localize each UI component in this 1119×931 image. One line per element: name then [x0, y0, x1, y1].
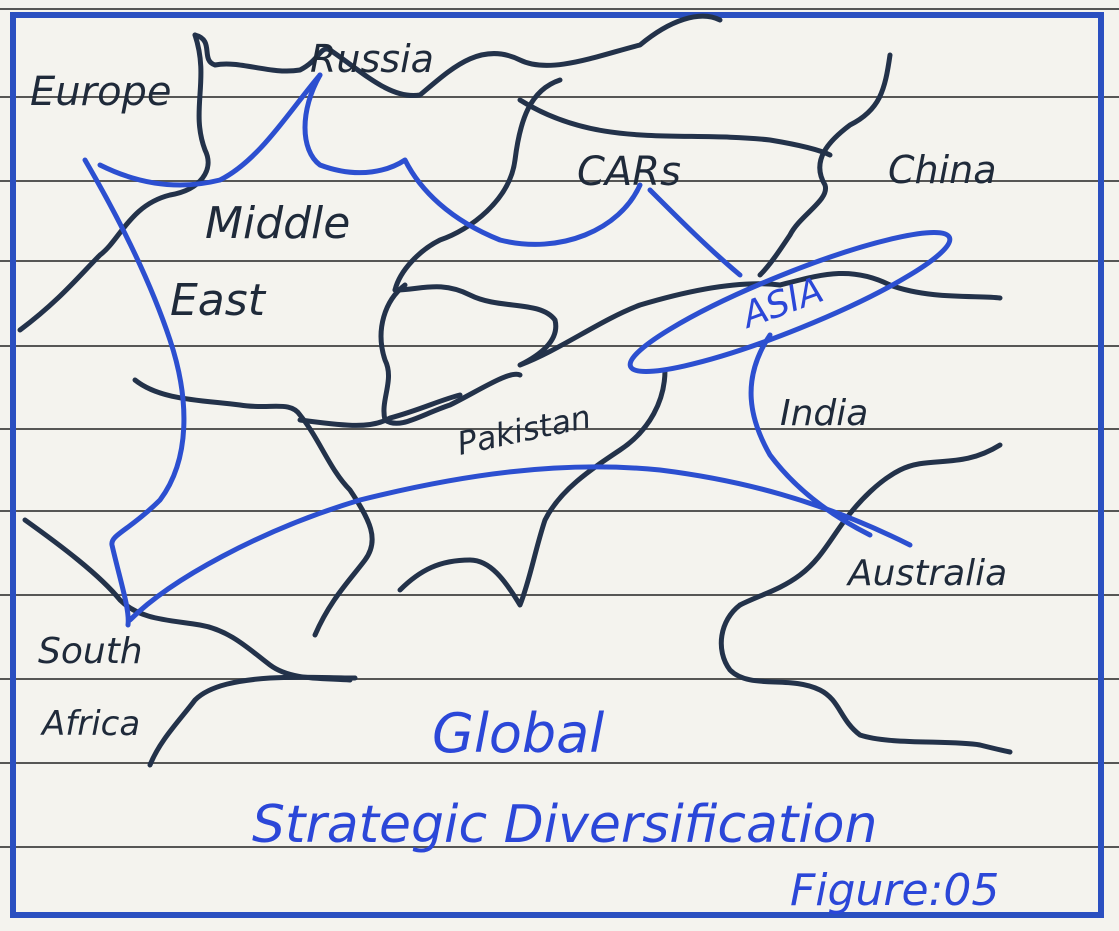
caption-subtitle: Strategic Diversification	[252, 795, 877, 855]
route-europe-south-africa	[85, 160, 184, 625]
border-australia	[721, 605, 1010, 752]
label-asia: ASIA	[735, 270, 829, 338]
border-africa-south	[150, 677, 355, 765]
figure-number: Figure:05	[790, 865, 999, 916]
label-pakistan: Pakistan	[454, 397, 594, 462]
label-india: India	[780, 393, 868, 434]
border-cars-china	[520, 100, 830, 155]
label-middle-east-line1: Middle	[205, 198, 350, 249]
label-australia: Australia	[846, 553, 1007, 594]
label-russia: Russia	[310, 37, 434, 81]
caption-title: Global	[432, 702, 604, 765]
border-pakistan-india	[395, 284, 780, 365]
label-south-africa-line1: South	[38, 631, 143, 672]
country-borders	[20, 16, 1010, 765]
route-south-africa-australia	[130, 467, 910, 620]
label-cars: CARs	[577, 149, 681, 195]
route-cars-asia	[650, 190, 740, 275]
label-middle-east-line2: East	[170, 275, 267, 326]
border-india-south	[400, 370, 665, 605]
label-china: China	[888, 148, 997, 192]
caption: Global Strategic Diversification Figure:…	[252, 702, 999, 916]
label-south-africa-line2: Africa	[40, 704, 140, 744]
label-europe: Europe	[30, 69, 172, 115]
